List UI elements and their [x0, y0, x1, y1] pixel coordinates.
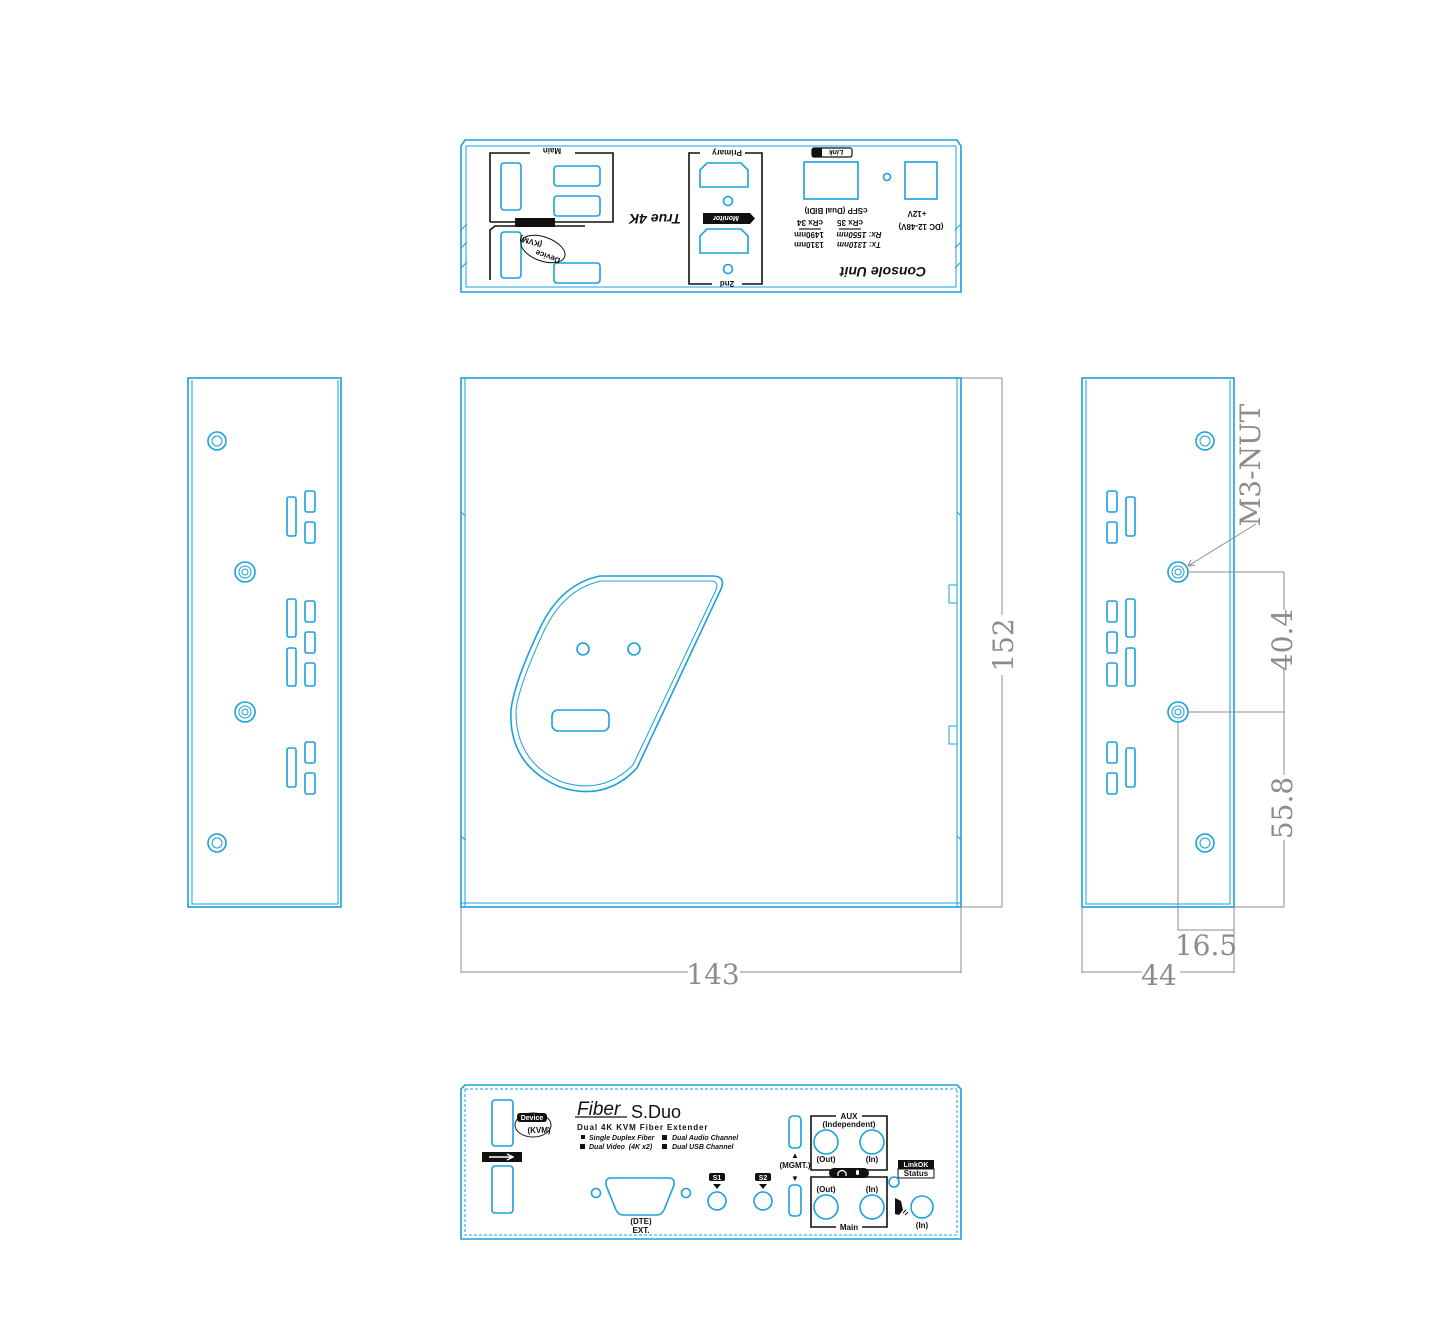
feature-item: Single Duplex Fiber: [589, 1135, 656, 1142]
usb-port: [491, 1099, 514, 1147]
kvm-label: (KVM): [527, 1126, 550, 1135]
usb-port: [491, 1165, 514, 1214]
usb-port: [553, 165, 601, 187]
linkok-label: LinkOK: [904, 1162, 929, 1169]
feature-item: Dual Video (4K x2): [589, 1144, 653, 1151]
usb-port: [500, 231, 522, 279]
mgmt-label: (MGMT.): [779, 1161, 810, 1170]
aux-out-jack: [813, 1129, 839, 1155]
usb-port: [553, 262, 601, 284]
headphone-mic-icon: [829, 1168, 869, 1178]
s1-button: [707, 1191, 727, 1211]
mgmt-port: [788, 1184, 802, 1217]
crx35-label: cRx 35: [837, 218, 863, 227]
unit-name: Console Unit: [839, 264, 927, 280]
main-out-jack: [813, 1194, 839, 1220]
mgmt-port: [788, 1115, 802, 1149]
link-led: [882, 172, 892, 182]
serial-db9-port: [605, 1177, 675, 1216]
power-range-label: (DC 12-48V): [898, 222, 943, 231]
csfp-label: cSFP (Dual BIDI): [804, 206, 867, 215]
in-label: (In): [866, 1185, 879, 1194]
up-arrow: ▲: [791, 1151, 799, 1160]
tx2-label: 1310nm: [794, 240, 824, 249]
rx-label: Rx: 1550nm: [837, 230, 882, 239]
status-label: Status: [904, 1169, 929, 1178]
rx2-label: 1490nm: [794, 230, 824, 239]
independent-label: (Independent): [823, 1120, 876, 1129]
monitor-badge: Monitor: [712, 214, 739, 221]
mic-in-icon: [895, 1198, 903, 1215]
in-label: (In): [866, 1155, 879, 1164]
feature-item: Dual USB Channel: [672, 1144, 735, 1151]
power-label: +12V: [907, 209, 927, 218]
dc-power-jack: [904, 161, 938, 200]
depth-dimension: 152: [987, 618, 1020, 671]
right-side-view: [1081, 377, 1235, 908]
width-dimension: 143: [686, 958, 739, 991]
status-led: [888, 1176, 900, 1188]
aux-in-jack: [859, 1129, 885, 1155]
dte-label: (DTE): [630, 1217, 652, 1226]
crx34-label: cRx 34: [797, 218, 823, 227]
feature-item: Dual Audio Channel: [672, 1135, 739, 1142]
out-label: (Out): [816, 1185, 835, 1194]
mounting-bracket: [510, 575, 724, 793]
front-panel-view: Device (KVM) Fiber S.Duo Dual 4K KVM Fib…: [460, 1084, 962, 1240]
mic-in-jack: [910, 1195, 934, 1219]
s2-button: [753, 1191, 773, 1211]
product-subtitle: Dual 4K KVM Fiber Extender: [577, 1123, 708, 1132]
hdmi-port-2nd: [699, 228, 749, 254]
tx-label: Tx: 1310nm: [837, 240, 881, 249]
usb-icon: [515, 218, 555, 227]
rear-panel-view: Main Device (KVM) True 4K Primary 2nd Mo…: [460, 139, 962, 293]
nut-spacing-dimension: 40.4: [1266, 609, 1299, 671]
main-label: Main: [543, 146, 561, 155]
top-view: [460, 377, 962, 908]
second-label: 2nd: [720, 279, 734, 288]
in-label: (In): [916, 1221, 929, 1230]
device-label: Device: [521, 1115, 544, 1122]
s1-label: S1: [713, 1175, 722, 1182]
usb-port: [553, 195, 601, 217]
usb-port: [500, 162, 522, 211]
main-in-jack: [859, 1194, 885, 1220]
true-4k-logo: True 4K: [628, 211, 681, 227]
dimension-lines: 152 143 40.4 55.8 16.5 44 M3-NUT: [460, 377, 1299, 992]
brand-logo: Fiber: [577, 1099, 621, 1120]
out-label: (Out): [816, 1155, 835, 1164]
ext-label: EXT.: [633, 1226, 650, 1235]
s2-label: S2: [759, 1175, 768, 1182]
height-dimension: 44: [1141, 959, 1177, 992]
main-label: Main: [840, 1223, 858, 1232]
link-badge: Link: [828, 148, 843, 155]
primary-label: Primary: [712, 148, 742, 157]
model-name: S.Duo: [631, 1102, 681, 1122]
sfp-port: [803, 161, 859, 200]
nut-to-edge-dimension: 55.8: [1266, 777, 1299, 839]
hdmi-port-primary: [699, 162, 749, 188]
aux-label: AUX: [841, 1112, 859, 1121]
nut-offset-dimension: 16.5: [1175, 929, 1237, 962]
left-side-view: [187, 377, 342, 908]
m3-nut-label: M3-NUT: [1234, 403, 1267, 526]
down-arrow: ▼: [791, 1174, 799, 1183]
